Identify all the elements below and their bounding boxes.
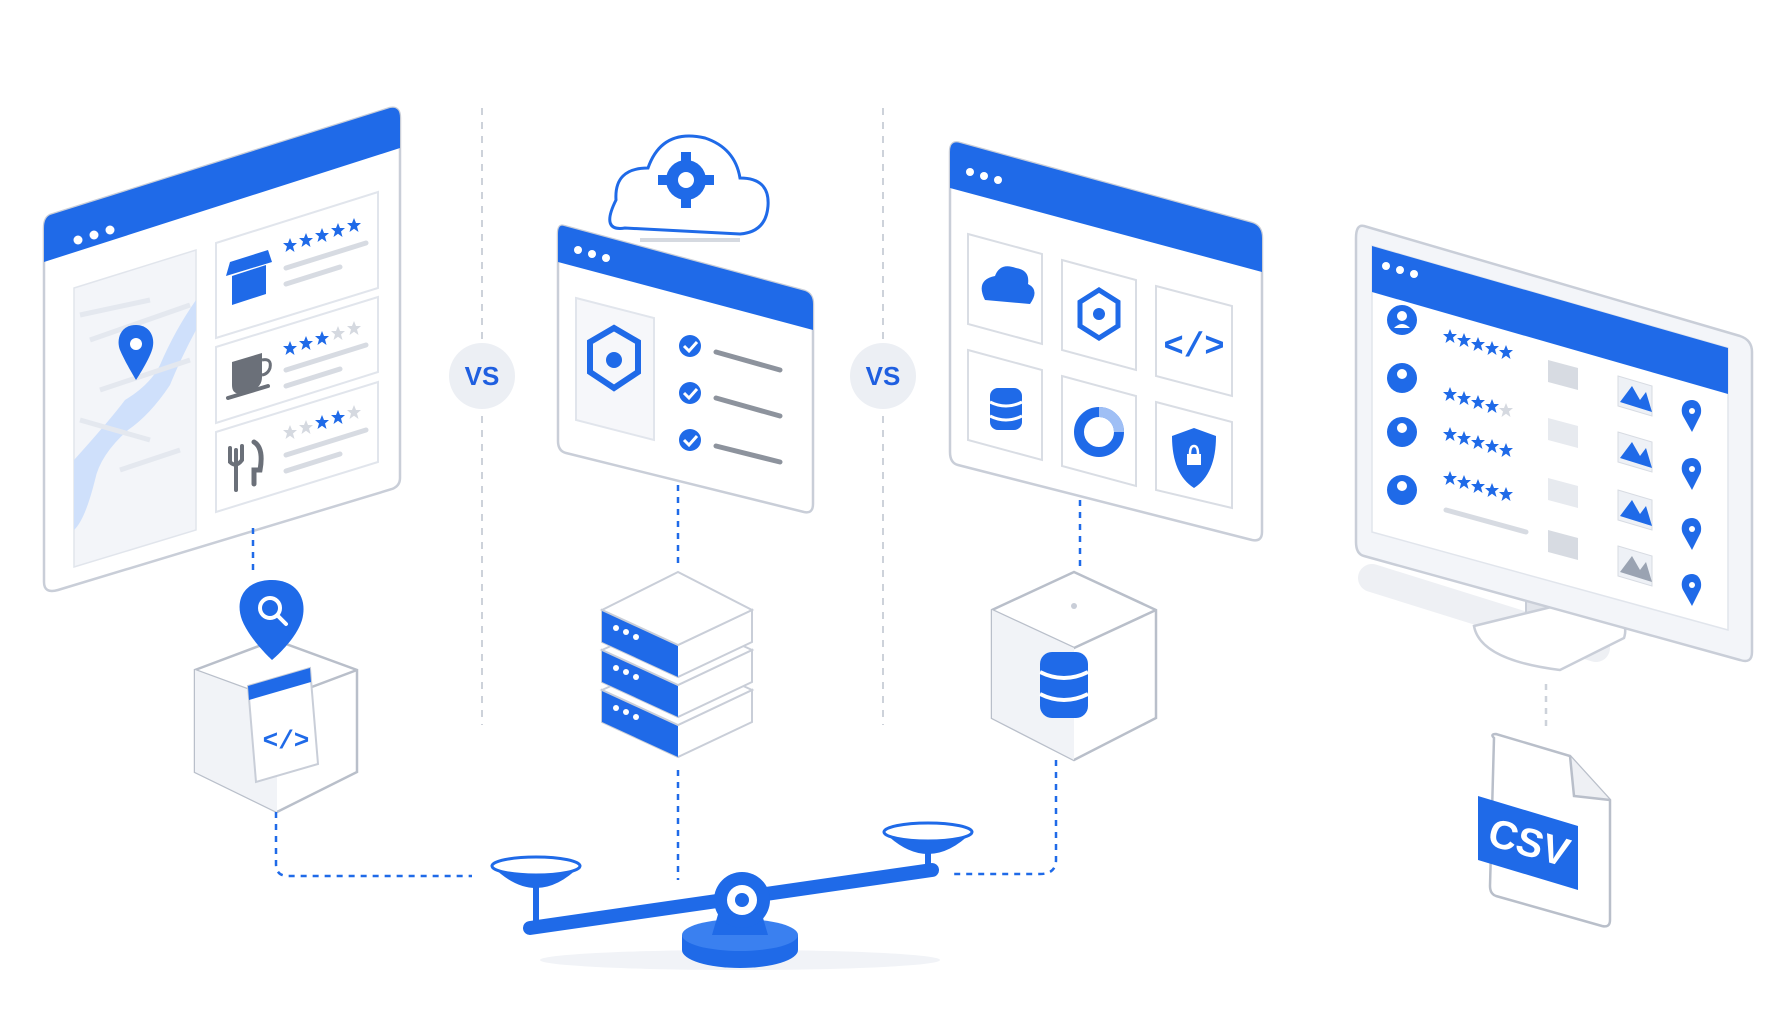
review-card-2 <box>215 295 379 425</box>
coffee-icon <box>226 353 272 400</box>
chat-icon <box>1548 360 1578 390</box>
review-row-3 <box>1387 417 1702 490</box>
vs-label-right: VS <box>866 361 901 391</box>
database-cube-icon <box>990 570 1158 762</box>
vs-label-left: VS <box>465 361 500 391</box>
map-pin-icon <box>1681 458 1702 490</box>
chat-icon <box>1548 418 1578 448</box>
csv-file-icon: CSV <box>1478 732 1612 928</box>
code-icon: </> <box>1163 329 1224 367</box>
review-card-1 <box>215 190 379 340</box>
server-stack-icon <box>599 570 755 759</box>
panel-checklist <box>556 224 815 514</box>
monitor <box>1354 224 1754 672</box>
review-card-3 <box>215 380 379 514</box>
tile <box>1061 374 1137 488</box>
map-pin-icon <box>118 325 154 380</box>
tile <box>1155 284 1233 398</box>
vs-badge-left: VS <box>449 343 515 409</box>
review-row-2 <box>1387 360 1702 432</box>
shield-lock-icon <box>1172 428 1216 488</box>
review-row-4 <box>1387 471 1702 606</box>
map-search-cube: </> <box>193 580 359 814</box>
code-icon: </> <box>263 726 310 756</box>
balance-scale-icon <box>490 821 974 970</box>
window-dots <box>574 246 610 262</box>
cloud-gear-icon <box>608 134 770 242</box>
check-icon <box>679 335 701 451</box>
cloud-icon <box>981 266 1035 304</box>
map-thumbnail <box>73 248 197 569</box>
map-search-icon <box>239 580 304 660</box>
map-pin-icon <box>1681 400 1702 432</box>
vs-badge-right: VS <box>850 343 916 409</box>
panel-map-reviews <box>42 106 402 593</box>
window-dots <box>1382 262 1418 278</box>
image-icon <box>1617 489 1653 531</box>
window-dots <box>73 225 115 245</box>
map-pin-icon <box>1681 574 1702 606</box>
connector-line <box>274 812 472 878</box>
image-icon <box>1617 431 1653 473</box>
store-icon <box>226 204 272 305</box>
shield-gear-icon <box>587 324 641 392</box>
donut-chart-icon <box>1074 407 1124 457</box>
image-icon <box>1617 545 1653 587</box>
image-icon <box>1617 375 1653 417</box>
map-pin-icon <box>1681 518 1702 550</box>
database-icon <box>989 388 1023 430</box>
shield-gear-icon <box>1077 287 1121 341</box>
chat-icon <box>1548 530 1578 560</box>
fork-knife-icon <box>228 439 264 492</box>
review-row-1 <box>1387 305 1513 359</box>
window-dots <box>966 168 1002 184</box>
connector-line <box>952 760 1058 876</box>
chat-icon <box>1548 478 1578 508</box>
panel-feature-grid: </> <box>948 141 1264 542</box>
